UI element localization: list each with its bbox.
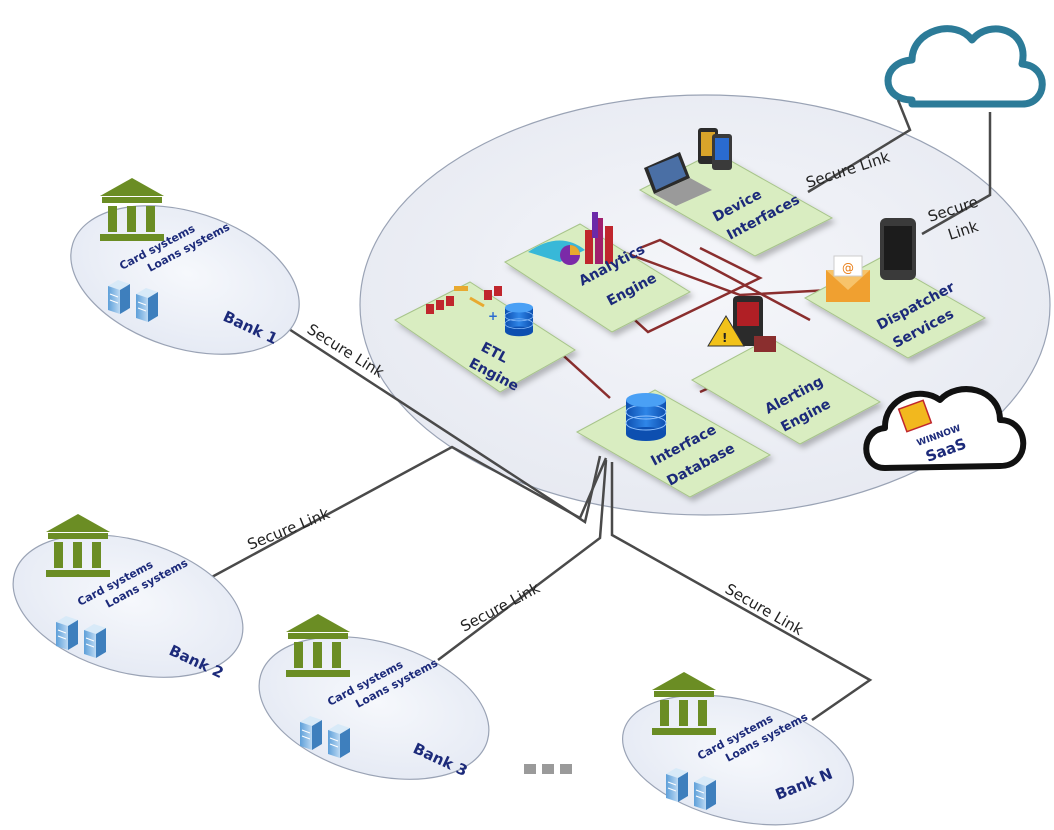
secure-link-label: Secure Link: [245, 504, 333, 553]
chart-icon: [528, 212, 613, 265]
bank-1: Card systems Loans systems Bank 1: [70, 178, 300, 355]
module-etl: + ETL Engine: [394, 281, 576, 395]
bank-building-icon: [46, 514, 110, 577]
cloud-link-device: [807, 99, 912, 194]
cloud-link-dispatcher: [921, 112, 992, 236]
server-icon: [83, 623, 107, 659]
ellipsis-squares-icon: [524, 764, 572, 774]
database-icon: [625, 392, 667, 442]
bank-2: Card systems Loans systems Bank 2: [12, 514, 244, 682]
server-icon: [665, 767, 689, 803]
smartphone-icon: [880, 218, 916, 280]
bank-building-icon: [100, 178, 164, 241]
server-icon: [327, 723, 351, 759]
cloud-icon: [884, 25, 1046, 108]
secure-link-label: Secure Link: [457, 579, 543, 636]
server-icon: [107, 279, 131, 315]
server-icon: [135, 287, 159, 323]
svg-text:+: +: [488, 309, 498, 323]
smartphone-icon: [698, 128, 732, 170]
server-icon: [693, 775, 717, 811]
mail-icon: @: [826, 255, 870, 302]
bank-links: [209, 316, 873, 722]
module-device: Device Interfaces: [638, 128, 834, 257]
bank-building-icon: [652, 672, 716, 735]
winnow-logo-icon: [897, 399, 933, 433]
database-icon: [504, 302, 534, 337]
etl-icon: +: [426, 286, 502, 323]
bank-3: Card systems Loans systems Bank 3: [258, 614, 490, 780]
bank-building-icon: [286, 614, 350, 677]
server-icon: [299, 715, 323, 751]
server-icon: [55, 615, 79, 651]
saas-badge: WINNOW SaaS: [863, 386, 1027, 471]
secure-link-label: Secure Link: [722, 580, 807, 639]
bank-n: Card systems Loans systems Bank N: [621, 672, 855, 826]
svg-text:@: @: [842, 261, 854, 275]
module-alerting: ! Alerting Engine: [690, 296, 882, 445]
svg-text:!: !: [722, 331, 727, 345]
alert-icon: !: [707, 296, 776, 352]
module-analytics: Analytics Engine: [504, 212, 692, 333]
laptop-icon: [644, 152, 712, 206]
module-dispatcher: @ Dispatcher Services: [803, 218, 987, 359]
